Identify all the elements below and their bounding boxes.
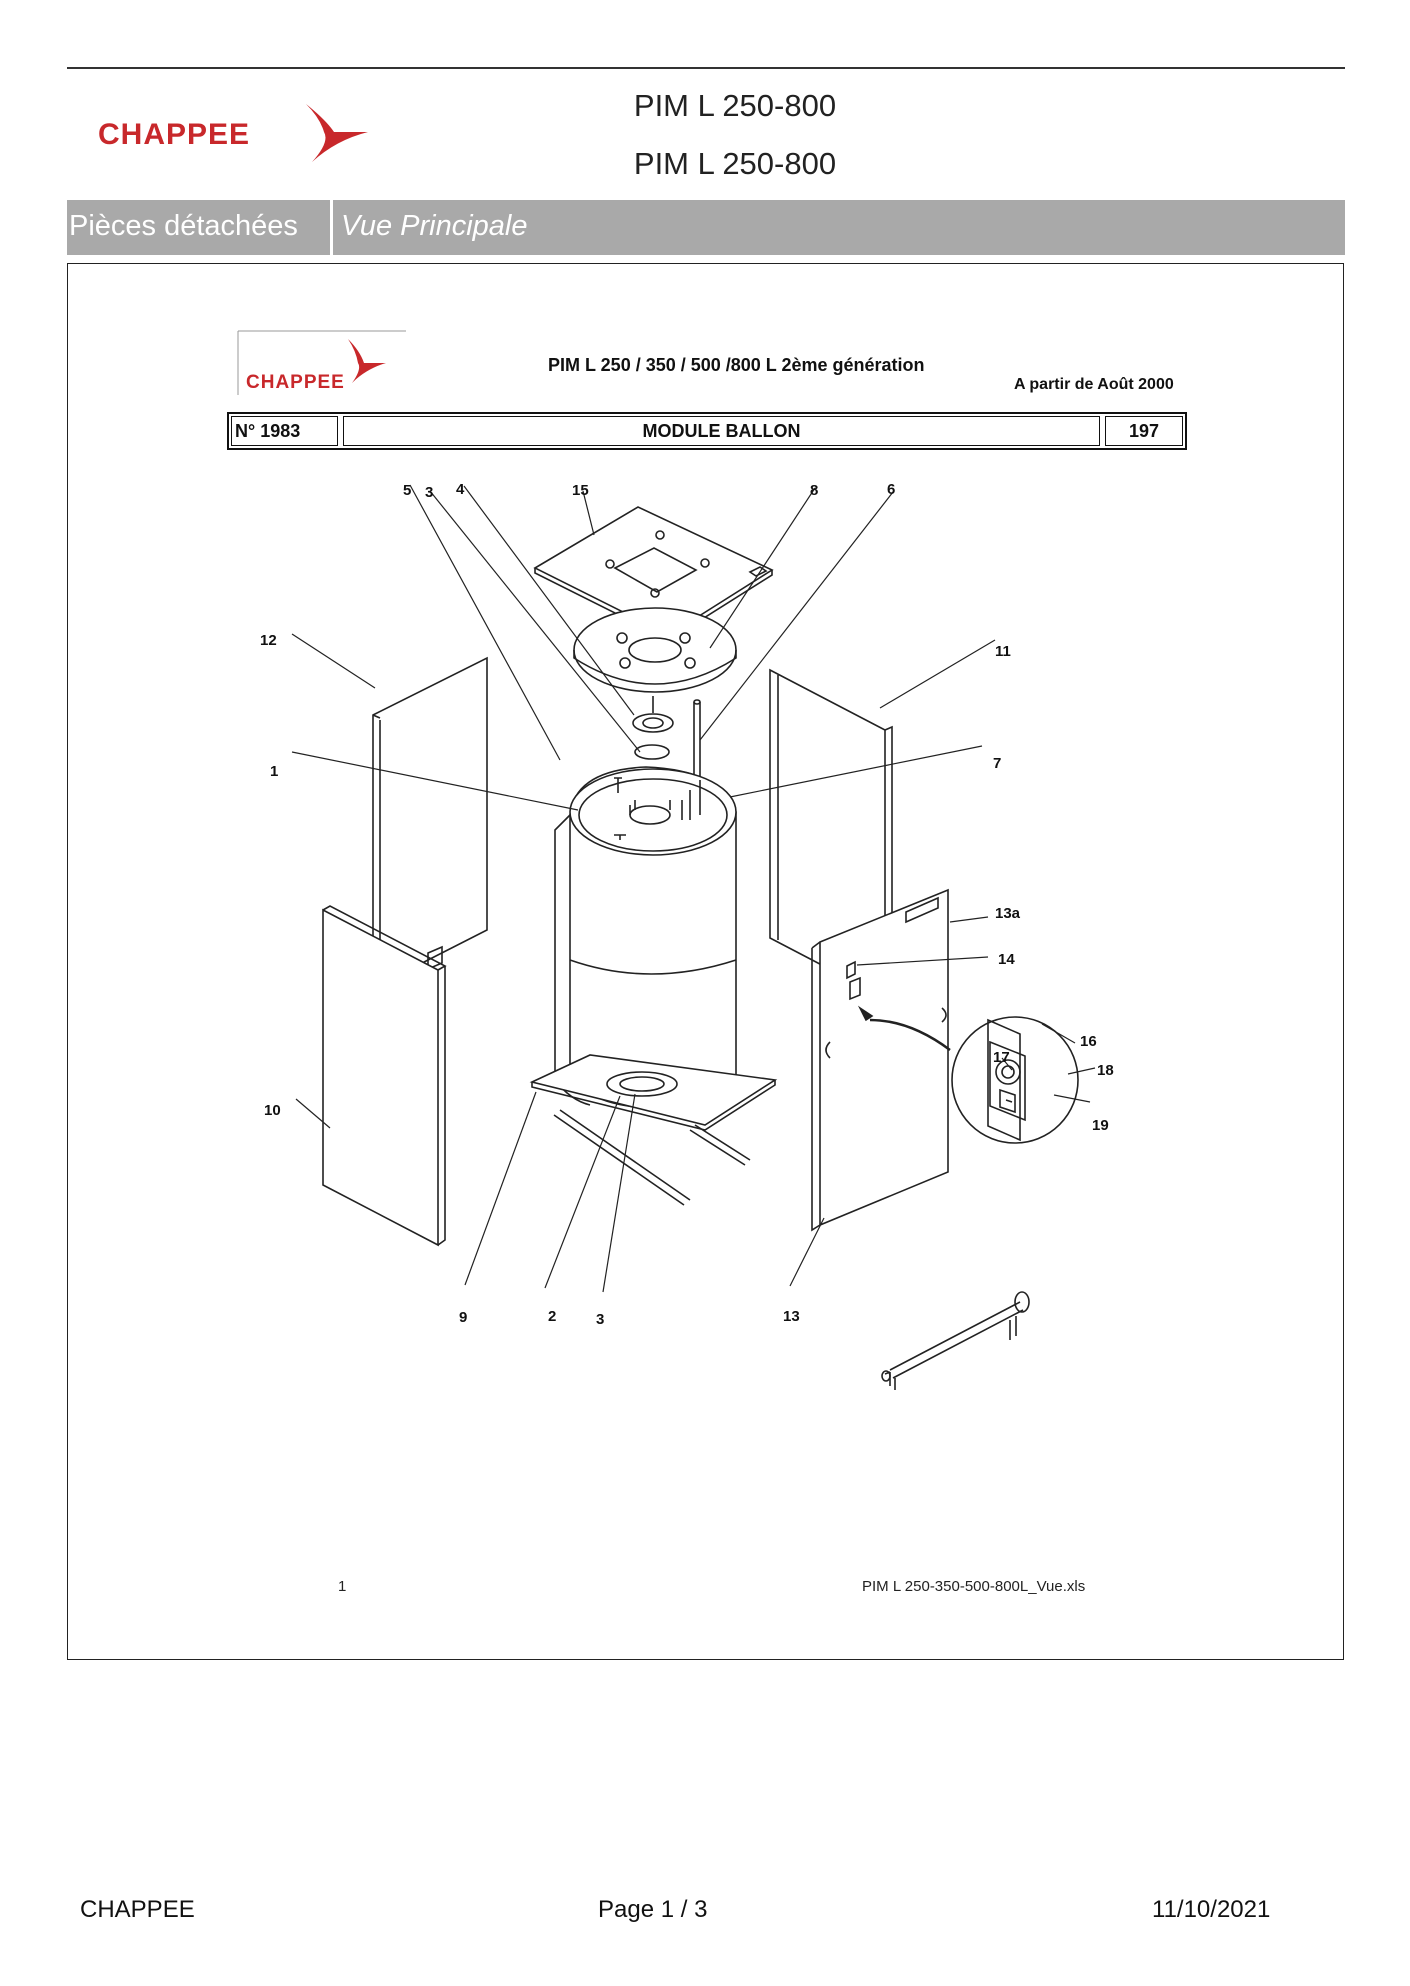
sheet-date-note: A partir de Août 2000 (1014, 376, 1174, 393)
base-plate (529, 1054, 778, 1206)
part-label: 16 (1080, 1033, 1097, 1050)
sheet-header-table: N° 1983 MODULE BALLON 197 (227, 412, 1187, 450)
part-label: 14 (998, 951, 1015, 968)
part-label: 17 (993, 1049, 1010, 1066)
part-label: 11 (995, 643, 1011, 660)
part-label: 6 (887, 481, 895, 498)
tank-body (554, 766, 737, 1109)
part-label: 18 (1097, 1062, 1114, 1079)
part-label: 8 (810, 482, 818, 499)
right-back-panel (769, 668, 893, 1000)
section-label: Pièces détachées (67, 200, 333, 255)
part-label: 3 (596, 1311, 604, 1328)
part-labels: 5 3 4 15 8 6 12 11 1 7 13a 14 16 17 18 1… (260, 481, 1114, 1328)
part-label: 19 (1092, 1117, 1109, 1134)
exploded-view-diagram: 5 3 4 15 8 6 12 11 1 7 13a 14 16 17 18 1… (260, 481, 1114, 1390)
sheet-logo-text: CHAPPEE (246, 372, 345, 393)
top-rule (67, 67, 1345, 69)
sheet-logo: CHAPPEE (236, 329, 408, 397)
part-label: 4 (456, 481, 465, 498)
part-label: 12 (260, 632, 277, 649)
footer-brand: CHAPPEE (80, 1896, 195, 1923)
right-front-door (811, 888, 951, 1232)
sheet-page-number: 1 (338, 1578, 347, 1595)
module-name: MODULE BALLON (343, 416, 1100, 446)
part-label: 9 (459, 1309, 467, 1326)
leader-lines (291, 484, 1096, 1293)
round-lid (573, 607, 737, 693)
footer-date: 11/10/2021 (1152, 1896, 1271, 1923)
control-detail-zoom (951, 1016, 1079, 1144)
heating-pipe (881, 1291, 1030, 1390)
part-label: 13a (995, 905, 1021, 922)
part-label: 7 (993, 755, 1001, 772)
part-label: 10 (264, 1102, 281, 1119)
part-label: 1 (270, 763, 278, 780)
sheet-title: PIM L 250 / 350 / 500 /800 L 2ème généra… (548, 355, 925, 375)
flange-gasket (632, 696, 674, 760)
document-title-2: PIM L 250-800 (633, 146, 837, 181)
part-label: 3 (425, 484, 433, 501)
drawing-frame (67, 263, 1344, 1660)
part-label: 5 (403, 482, 411, 499)
left-front-panel (322, 905, 447, 1247)
sheet-filename: PIM L 250-350-500-800L_Vue.xls (862, 1578, 1086, 1595)
logo-text: CHAPPEE (98, 118, 250, 151)
footer-page: Page 1 / 3 (598, 1896, 708, 1923)
section-bar: Pièces détachées Vue Principale (67, 200, 1345, 255)
sheet-number: N° 1983 (231, 416, 338, 446)
part-label: 15 (572, 482, 589, 499)
chappee-logo: CHAPPEE (98, 104, 368, 162)
part-label: 2 (548, 1308, 556, 1325)
document-title-1: PIM L 250-800 (633, 88, 837, 123)
left-back-panel (372, 656, 488, 990)
view-label: Vue Principale (341, 210, 528, 242)
part-label: 13 (783, 1308, 800, 1325)
sheet-code: 197 (1105, 416, 1183, 446)
